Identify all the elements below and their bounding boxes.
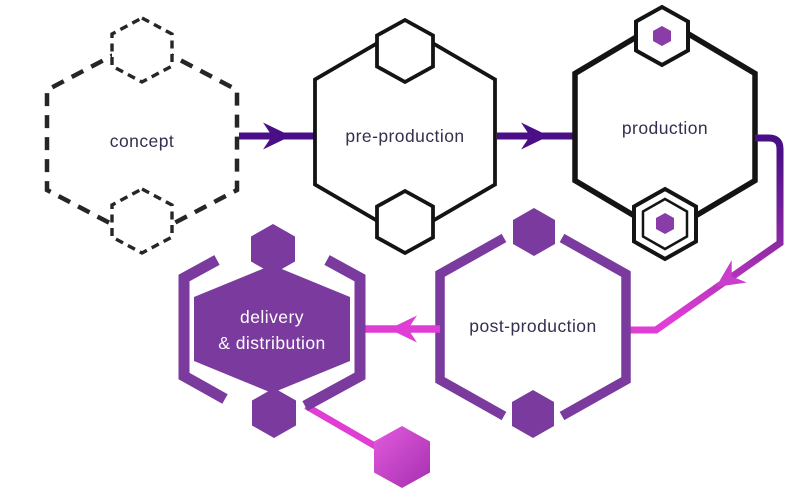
post-production-hexagon-small-top <box>513 208 555 256</box>
delivery-outline-left <box>178 255 228 404</box>
concept-hexagon-small-top <box>110 16 174 84</box>
decorative-gradient-hexagon <box>374 426 430 488</box>
stage-pre-production: pre-production <box>313 17 497 256</box>
delivery-decorative-connector <box>304 403 384 453</box>
production-hexagon-core-bottom <box>656 213 674 234</box>
stage-label-concept: concept <box>110 131 174 151</box>
arrow-production-to-post-production <box>627 134 784 334</box>
stage-label-pre-production: pre-production <box>345 126 464 146</box>
stage-label-delivery-line2: & distribution <box>218 333 325 353</box>
delivery-hexagon-small-top <box>251 224 295 274</box>
stage-delivery-distribution: delivery & distribution <box>178 224 366 438</box>
production-hexagon-small-bottom-inner <box>641 197 689 251</box>
arrow-pre-production-to-production <box>497 122 577 150</box>
delivery-inner-hexagon <box>194 265 350 393</box>
delivery-outline-right <box>302 255 366 411</box>
arrowhead-down-left-icon <box>716 260 747 287</box>
arrow-elbow-shaft <box>627 134 784 334</box>
stage-label-delivery-line1: delivery <box>240 307 304 327</box>
arrowhead-left-icon <box>389 315 417 343</box>
concept-hexagon-small-bottom <box>110 187 174 255</box>
delivery-hexagon-small-bottom <box>252 388 296 438</box>
arrow-post-production-to-delivery <box>365 315 440 343</box>
post-production-hexagon-small-bottom <box>512 390 554 438</box>
stage-post-production: post-production <box>435 208 631 438</box>
stage-concept: concept <box>44 16 240 255</box>
stage-label-post-production: post-production <box>469 316 596 336</box>
stage-production: production <box>572 4 758 262</box>
arrow-concept-to-pre-production <box>239 122 316 150</box>
pre-production-hexagon-small-bottom <box>375 188 435 256</box>
arrowhead-right-icon <box>263 122 291 150</box>
stage-label-production: production <box>622 118 708 138</box>
post-production-outline-right <box>559 233 631 421</box>
production-hexagon-core-top <box>653 26 671 46</box>
arrowhead-right-icon <box>521 122 549 150</box>
pre-production-hexagon-small-top <box>375 17 435 85</box>
